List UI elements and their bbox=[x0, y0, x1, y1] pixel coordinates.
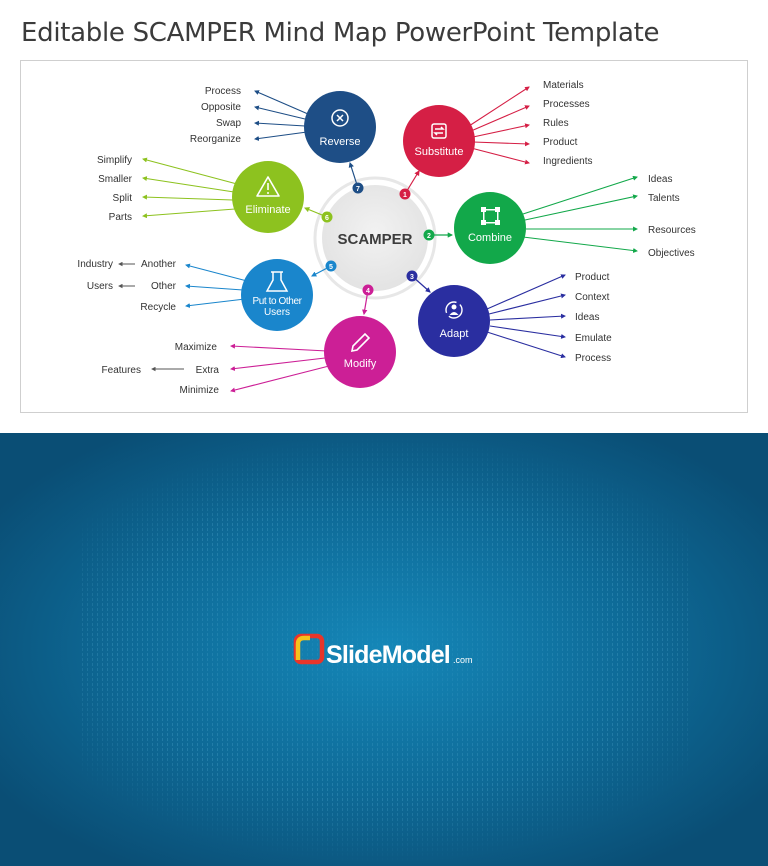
node-label-substitute: Substitute bbox=[415, 146, 464, 158]
leaf-parts: Parts bbox=[109, 212, 132, 223]
diagram-panel: SCAMPER 1 Substitute Materials Processes… bbox=[20, 60, 748, 413]
node-label-adapt: Adapt bbox=[440, 328, 469, 340]
leaf-users: Users bbox=[87, 281, 113, 292]
badge-number-reverse: 7 bbox=[356, 186, 360, 193]
leaf-ideas: Ideas bbox=[575, 312, 599, 323]
badge-number-eliminate: 6 bbox=[325, 215, 329, 222]
node-eliminate: 6 Eliminate Simplify Smaller Split Parts bbox=[97, 155, 333, 233]
leaf-industry: Industry bbox=[77, 259, 113, 270]
banner-background: SlideModel .com bbox=[0, 433, 768, 866]
node-modify: 4 Modify Maximize Extra Minimize Feature… bbox=[102, 284, 396, 396]
brand-banner: SlideModel .com bbox=[0, 433, 768, 866]
badge-combine bbox=[423, 229, 435, 241]
leaf-split: Split bbox=[113, 193, 133, 204]
leaf-ingredients: Ingredients bbox=[543, 156, 592, 167]
leaf-another: Another bbox=[141, 259, 177, 270]
node-substitute: 1 Substitute Materials Processes Rules P… bbox=[399, 80, 592, 200]
badge-number-adapt: 3 bbox=[410, 274, 414, 281]
leaf-process: Process bbox=[205, 86, 241, 97]
badge-adapt bbox=[406, 270, 418, 282]
node-adapt: 3 Adapt Product Context Ideas Emulate Pr… bbox=[406, 270, 612, 364]
badge-number-modify: 4 bbox=[366, 288, 370, 295]
badge-modify bbox=[362, 284, 374, 296]
node-label-reverse: Reverse bbox=[320, 136, 361, 148]
leaf-process: Process bbox=[575, 353, 611, 364]
scamper-mind-map: SCAMPER 1 Substitute Materials Processes… bbox=[77, 80, 696, 396]
leaf-ideas: Ideas bbox=[648, 174, 672, 185]
node-label-put-to-other-line1: Put to Other bbox=[252, 296, 302, 307]
center-label: SCAMPER bbox=[337, 231, 412, 248]
leaf-maximize: Maximize bbox=[175, 342, 218, 353]
badge-number-put-to-other-users: 5 bbox=[329, 264, 333, 271]
leaf-materials: Materials bbox=[543, 80, 584, 91]
warning-icon bbox=[256, 176, 280, 197]
pencil-icon bbox=[350, 332, 371, 353]
leaf-talents: Talents bbox=[648, 193, 680, 204]
center-node: SCAMPER bbox=[313, 176, 437, 300]
brand-name: SlideModel bbox=[326, 641, 450, 669]
badge-put-to-other-users bbox=[325, 260, 337, 272]
node-put-to-other-users: 5 Put to Other Users Another Other Recyc… bbox=[77, 259, 337, 331]
leaf-swap: Swap bbox=[216, 118, 241, 129]
leaf-resources: Resources bbox=[648, 225, 696, 236]
node-reverse: 7 Reverse Process Opposite Swap Reorgani… bbox=[190, 86, 376, 194]
swap-arrows-icon bbox=[431, 123, 447, 139]
badge-eliminate bbox=[321, 211, 333, 223]
badge-number-combine: 2 bbox=[427, 233, 431, 240]
leaf-product: Product bbox=[575, 272, 610, 283]
page-title: Editable SCAMPER Mind Map PowerPoint Tem… bbox=[21, 18, 660, 48]
leaf-rules: Rules bbox=[543, 118, 569, 129]
person-cycle-icon bbox=[445, 301, 463, 319]
node-label-modify: Modify bbox=[344, 358, 377, 370]
leaf-product: Product bbox=[543, 137, 578, 148]
node-label-combine: Combine bbox=[468, 232, 512, 244]
leaf-opposite: Opposite bbox=[201, 102, 241, 113]
leaf-emulate: Emulate bbox=[575, 333, 612, 344]
connect-nodes-icon bbox=[481, 207, 500, 225]
brand-suffix: .com bbox=[453, 655, 473, 665]
slidemodel-logo: SlideModel .com bbox=[293, 633, 473, 669]
node-label-eliminate: Eliminate bbox=[245, 204, 290, 216]
leaf-recycle: Recycle bbox=[140, 302, 176, 313]
leaf-simplify: Simplify bbox=[97, 155, 132, 166]
leaf-objectives: Objectives bbox=[648, 248, 695, 259]
leaf-context: Context bbox=[575, 292, 610, 303]
badge-reverse bbox=[352, 182, 364, 194]
leaf-extra: Extra bbox=[196, 365, 220, 376]
node-label-put-to-other-line2: Users bbox=[264, 307, 290, 318]
badge-number-substitute: 1 bbox=[403, 192, 407, 199]
leaf-reorganize: Reorganize bbox=[190, 134, 242, 145]
leaf-features: Features bbox=[102, 365, 141, 376]
node-combine: 2 Combine Ideas Talents Resources Object… bbox=[423, 174, 696, 264]
leaf-minimize: Minimize bbox=[180, 385, 220, 396]
circle-x-icon bbox=[331, 109, 349, 127]
flask-icon bbox=[265, 271, 289, 292]
leaf-other: Other bbox=[151, 281, 177, 292]
badge-substitute bbox=[399, 188, 411, 200]
leaf-smaller: Smaller bbox=[98, 174, 133, 185]
leaf-processes: Processes bbox=[543, 99, 590, 110]
